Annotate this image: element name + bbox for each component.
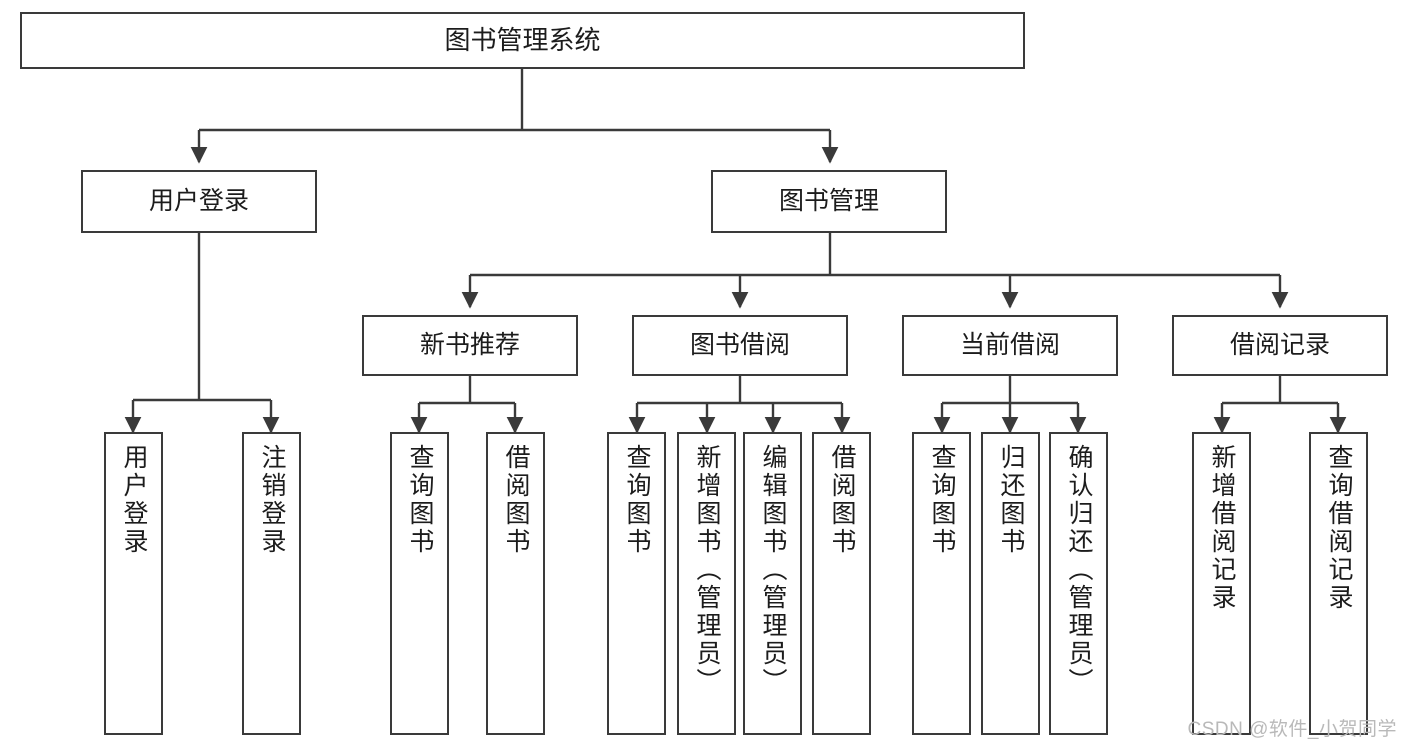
node-book-borrow[interactable]: 图书借阅 bbox=[632, 315, 848, 376]
node-label: 查询借阅记录 bbox=[1325, 444, 1353, 612]
node-label: 归还图书 bbox=[997, 444, 1025, 556]
node-label: 查询图书 bbox=[623, 444, 651, 556]
node-label: 新增图书（管理员） bbox=[693, 444, 721, 696]
node-user-login[interactable]: 用户登录 bbox=[81, 170, 317, 233]
leaf-query-book-borrow[interactable]: 查询图书 bbox=[607, 432, 666, 735]
node-label: 查询图书 bbox=[406, 444, 434, 556]
node-book-management[interactable]: 图书管理 bbox=[711, 170, 947, 233]
node-label: 当前借阅 bbox=[959, 330, 1060, 359]
leaf-borrow-book-recommend[interactable]: 借阅图书 bbox=[486, 432, 545, 735]
node-label: 借阅图书 bbox=[828, 444, 856, 556]
leaf-query-borrow-record[interactable]: 查询借阅记录 bbox=[1309, 432, 1368, 735]
node-root-book-management-system[interactable]: 图书管理系统 bbox=[20, 12, 1025, 69]
leaf-borrow-book[interactable]: 借阅图书 bbox=[812, 432, 871, 735]
node-label: 确认归还（管理员） bbox=[1065, 444, 1093, 696]
watermark-text: CSDN @软件_小贺同学 bbox=[1187, 719, 1397, 740]
node-label: 图书借阅 bbox=[689, 330, 790, 359]
node-label: 图书管理系统 bbox=[444, 25, 601, 56]
node-label: 查询图书 bbox=[928, 444, 956, 556]
node-current-borrow[interactable]: 当前借阅 bbox=[902, 315, 1118, 376]
node-borrow-record[interactable]: 借阅记录 bbox=[1172, 315, 1388, 376]
node-label: 借阅记录 bbox=[1229, 330, 1330, 359]
leaf-user-login[interactable]: 用户登录 bbox=[104, 432, 163, 735]
leaf-logout[interactable]: 注销登录 bbox=[242, 432, 301, 735]
node-label: 新书推荐 bbox=[419, 330, 520, 359]
leaf-query-book-recommend[interactable]: 查询图书 bbox=[390, 432, 449, 735]
node-label: 编辑图书（管理员） bbox=[759, 444, 787, 696]
node-new-book-recommendation[interactable]: 新书推荐 bbox=[362, 315, 578, 376]
leaf-confirm-return-admin[interactable]: 确认归还（管理员） bbox=[1049, 432, 1108, 735]
leaf-query-book-current[interactable]: 查询图书 bbox=[912, 432, 971, 735]
leaf-return-book[interactable]: 归还图书 bbox=[981, 432, 1040, 735]
node-label: 新增借阅记录 bbox=[1208, 444, 1236, 612]
leaf-add-borrow-record[interactable]: 新增借阅记录 bbox=[1192, 432, 1251, 735]
node-label: 用户登录 bbox=[120, 444, 148, 556]
leaf-edit-book-admin[interactable]: 编辑图书（管理员） bbox=[743, 432, 802, 735]
node-label: 图书管理 bbox=[778, 186, 879, 215]
leaf-add-book-admin[interactable]: 新增图书（管理员） bbox=[677, 432, 736, 735]
node-label: 用户登录 bbox=[148, 186, 249, 215]
node-label: 注销登录 bbox=[258, 444, 286, 556]
node-label: 借阅图书 bbox=[502, 444, 530, 556]
